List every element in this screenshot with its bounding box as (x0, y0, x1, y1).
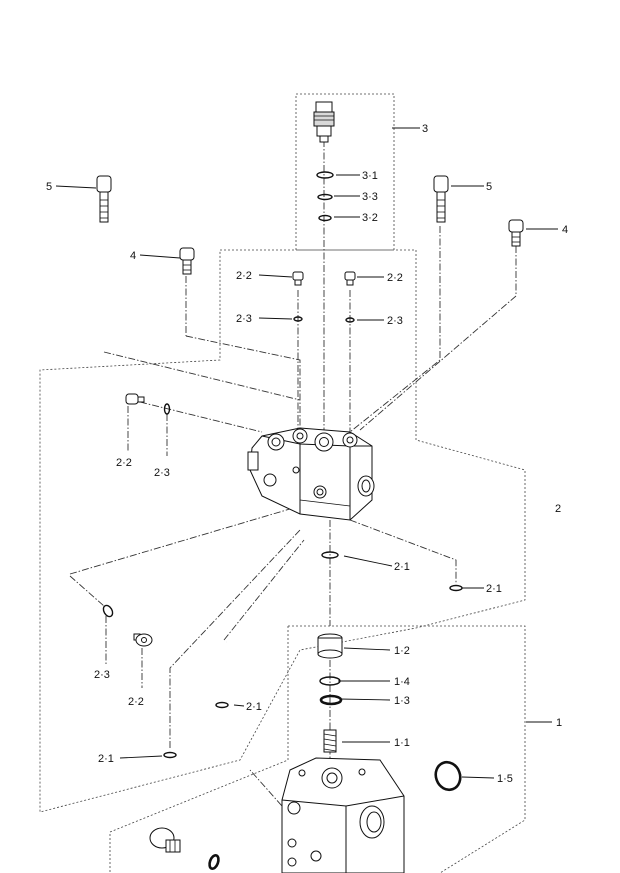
callout-5-left: 5 (46, 181, 52, 193)
oring-2-3-lower (102, 604, 114, 618)
callout-2-1-mid: 2·1 (246, 701, 262, 713)
boundary-group-2 (39, 249, 526, 813)
boundary-group-1 (109, 625, 526, 873)
oring-1-3 (319, 694, 343, 706)
callout-2-3-lower: 2·3 (94, 669, 110, 681)
oring-2-1-mid (215, 701, 229, 709)
plug-2-2-top-left (292, 271, 304, 286)
callout-2-3-top-left: 2·3 (236, 313, 252, 325)
callout-2-2-top-left: 2·2 (236, 270, 252, 282)
cartridge-part-3 (313, 101, 335, 143)
callout-2-2-top-right: 2·2 (387, 272, 403, 284)
spring-1-1 (323, 729, 337, 753)
callout-1-1: 1·1 (394, 737, 410, 749)
oring-2-1-right (449, 584, 463, 592)
callout-2-1-bottom: 2·1 (98, 753, 114, 765)
oring-3-3 (317, 193, 333, 201)
oring-2-3-top-left (293, 316, 303, 322)
plug-2-2-top-right (344, 271, 356, 286)
callout-2-1-right: 2·1 (486, 583, 502, 595)
callout-1-5: 1·5 (497, 773, 513, 785)
callout-3-3: 3·3 (362, 191, 378, 203)
oring-2-1-center (321, 551, 339, 559)
callout-2-3-top-right: 2·3 (387, 315, 403, 327)
housing-part-1 (281, 757, 405, 873)
plug-2-2-lower (133, 633, 153, 647)
callout-2-3-side: 2·3 (154, 467, 170, 479)
bolt-4-right (508, 219, 524, 247)
callout-1-4: 1·4 (394, 676, 410, 688)
oring-3-1 (316, 171, 334, 179)
callout-1-3: 1·3 (394, 695, 410, 707)
oring-2-3-side (163, 403, 171, 415)
bolt-4-left (179, 247, 195, 275)
plug-2-2-side (125, 393, 145, 405)
oring-2-1-bottom (163, 751, 177, 759)
callout-3-1: 3·1 (362, 170, 378, 182)
callout-4-right: 4 (562, 224, 568, 236)
callout-1: 1 (556, 717, 562, 729)
callout-2-2-side: 2·2 (116, 457, 132, 469)
bolt-5-left (96, 175, 112, 223)
bolt-5-right (433, 175, 449, 223)
valve-body-part-2 (247, 427, 375, 521)
boundary-group-3 (295, 93, 395, 251)
callout-2-2-lower: 2·2 (128, 696, 144, 708)
callout-labels: 3 3·1 3·3 3·2 5 5 4 4 2·2 2·2 2·3 2·3 2·… (46, 123, 568, 785)
plug-bottom-left (149, 827, 181, 853)
callout-2-1-center: 2·1 (394, 561, 410, 573)
oring-3-2 (318, 214, 332, 222)
callout-2: 2 (555, 503, 561, 515)
group-boundaries (39, 93, 526, 873)
callout-5-right: 5 (486, 181, 492, 193)
backup-ring-1-4 (319, 676, 341, 686)
oring-bottom-left (208, 853, 220, 871)
callout-1-2: 1·2 (394, 645, 410, 657)
callout-4-left: 4 (130, 250, 136, 262)
callout-3-2: 3·2 (362, 212, 378, 224)
oring-2-3-top-right (345, 317, 355, 323)
oring-1-5 (434, 760, 462, 792)
piston-1-2 (317, 633, 343, 659)
callout-3: 3 (422, 123, 428, 135)
